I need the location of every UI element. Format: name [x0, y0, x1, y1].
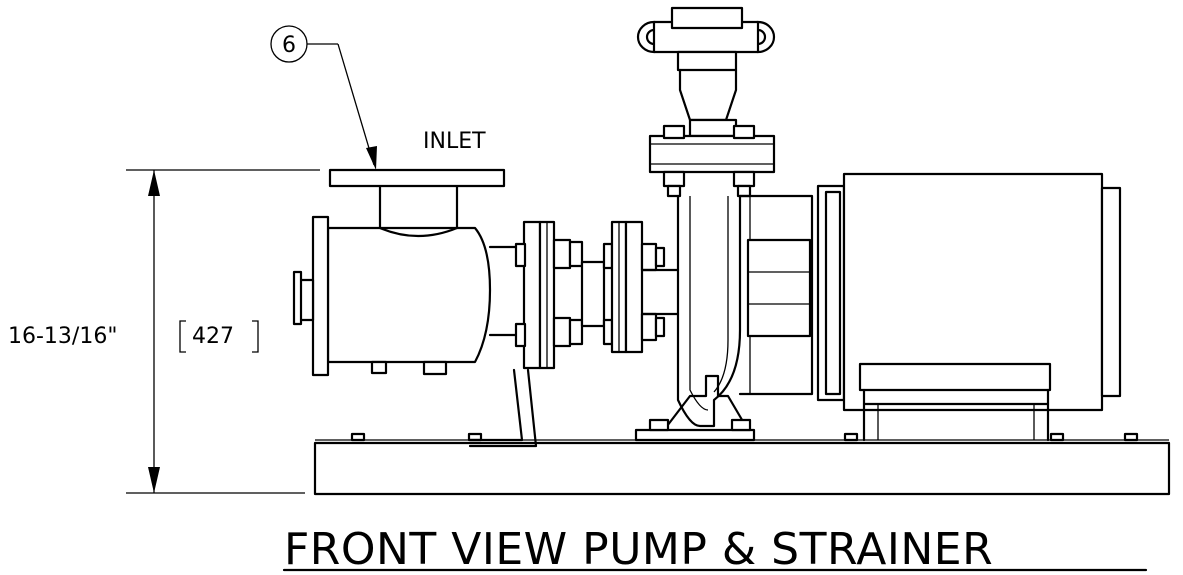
inlet-label: INLET — [423, 129, 486, 154]
motor — [746, 172, 1122, 442]
spool-piece — [580, 242, 614, 346]
strainer — [292, 168, 526, 377]
pump-suction-flange — [610, 220, 680, 354]
drawing-title: FRONT VIEW PUMP & STRAINER — [284, 524, 993, 575]
strainer-support — [468, 368, 538, 448]
balloon-6: 6 — [270, 25, 377, 170]
dimension-text: 16-13/16" 427 — [8, 320, 259, 353]
height-dimension — [126, 169, 320, 494]
dimension-metric-label: 427 — [192, 324, 234, 349]
balloon-number: 6 — [282, 33, 296, 58]
pump — [634, 6, 814, 442]
dimension-imperial-label: 16-13/16" — [8, 324, 117, 349]
base-plate — [313, 432, 1171, 496]
